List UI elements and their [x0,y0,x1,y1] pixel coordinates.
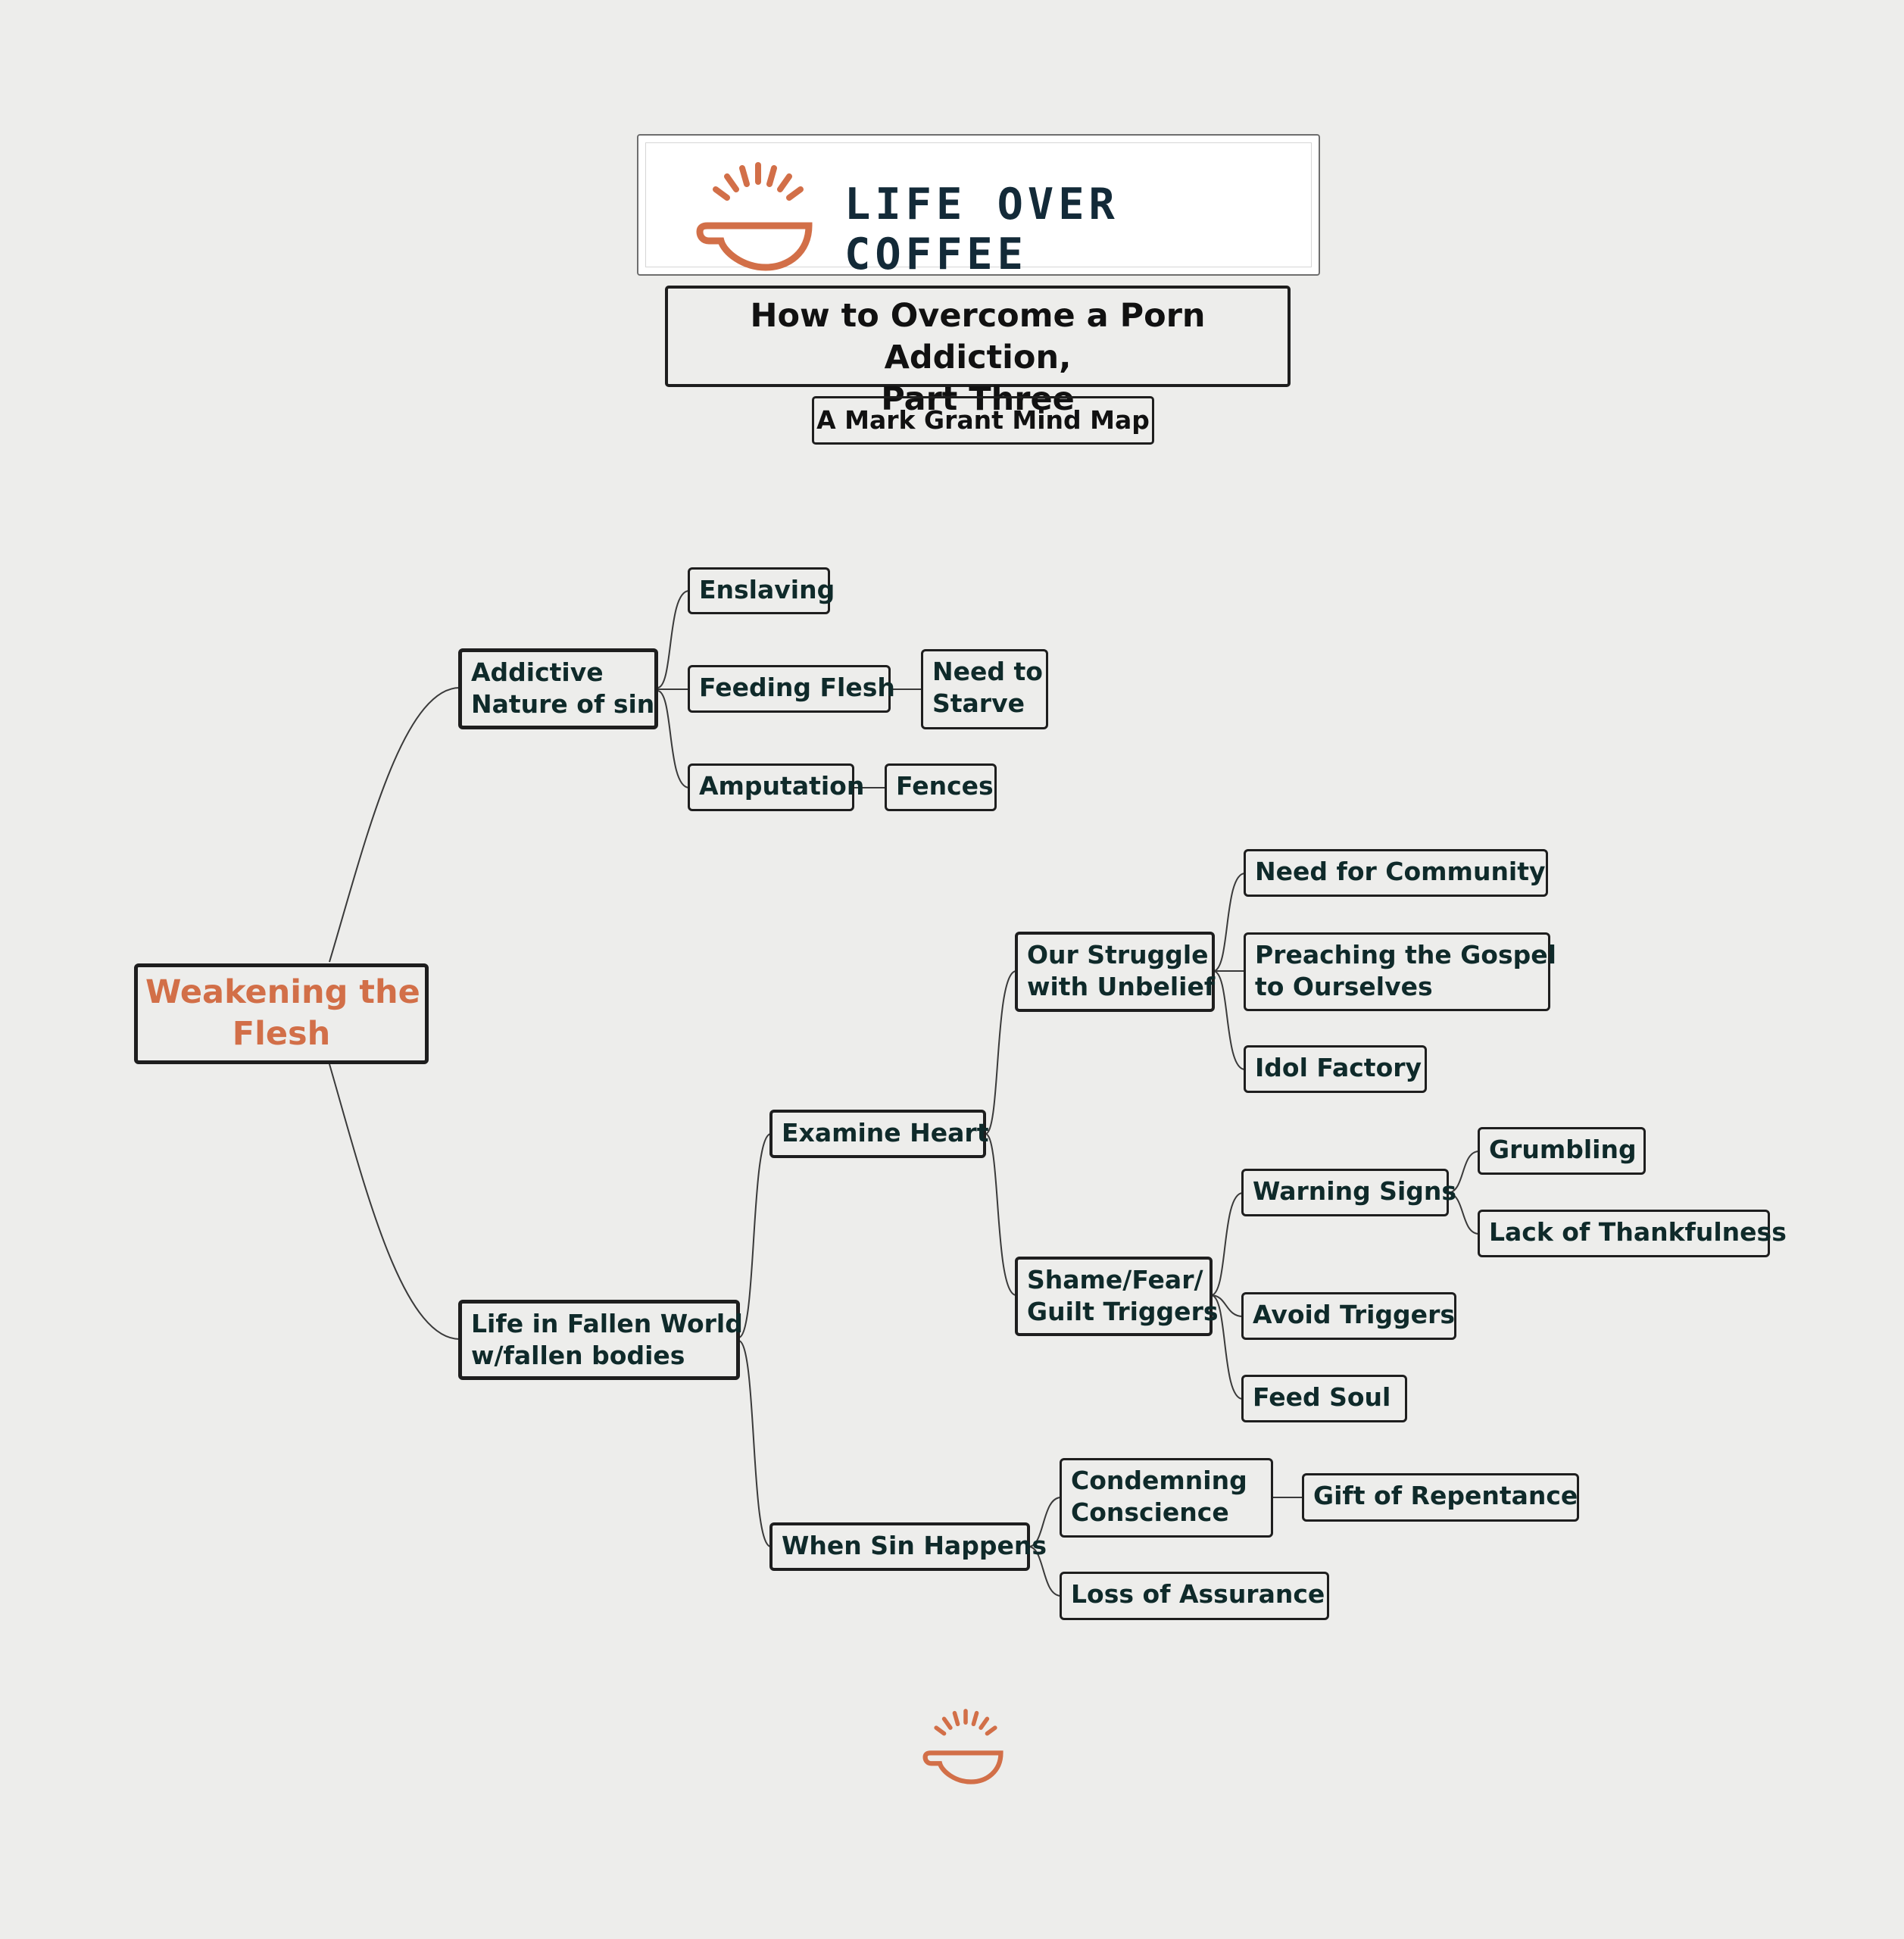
node-feeding-flesh[interactable]: Feeding Flesh [688,665,895,713]
connector-fallen-examine [738,1133,772,1338]
node-preaching-gospel[interactable]: Preaching the Gospel to Ourselves [1244,932,1556,1011]
node-need-for-community[interactable]: Need for Community [1244,849,1548,897]
node-feed-soul[interactable]: Feed Soul [1241,1375,1407,1422]
node-grumbling[interactable]: Grumbling [1478,1127,1646,1175]
connector-shame-feed [1210,1294,1244,1400]
title-line-1: How to Overcome a Porn Addiction, [750,297,1206,376]
node-root[interactable]: Weakening the Flesh [134,963,429,1064]
node-when-sin-happens[interactable]: When Sin Happens [769,1522,1047,1571]
node-condemning-conscience[interactable]: Condemning Conscience [1060,1458,1273,1538]
node-fences[interactable]: Fences [885,763,997,811]
connector-sin-conscience [1028,1497,1062,1547]
node-root-line-2: Flesh [232,1015,331,1053]
title-line-2: Part Three [881,380,1075,418]
node-lack-of-thankfulness[interactable]: Lack of Thankfulness [1478,1210,1787,1257]
node-life-in-fallen-world[interactable]: Life in Fallen World w/fallen bodies [458,1300,743,1380]
connector-sin-assurance [1028,1546,1062,1597]
connector-warning-grumbling [1447,1151,1480,1194]
connector-addictive-amputation [657,690,690,788]
connector-fallen-sin [738,1340,772,1547]
node-avoid-triggers[interactable]: Avoid Triggers [1241,1292,1456,1340]
node-shame-fear-guilt[interactable]: Shame/Fear/ Guilt Triggers [1015,1257,1218,1336]
connector-root-addictive [329,687,460,963]
node-examine-heart[interactable]: Examine Heart [769,1110,988,1158]
connector-root-fallen [329,1063,460,1340]
node-warning-signs[interactable]: Warning Signs [1241,1169,1456,1216]
node-addictive-nature[interactable]: Addictive Nature of sin [458,648,658,729]
page-title: How to Overcome a Porn Addiction, Part T… [665,286,1291,418]
footer-coffee-cup-icon [922,1709,1004,1784]
connector-struggle-community [1213,873,1246,972]
connector-examine-shame [985,1133,1017,1296]
node-amputation[interactable]: Amputation [688,763,864,811]
node-loss-of-assurance[interactable]: Loss of Assurance [1060,1572,1329,1620]
connector-warning-thankfulness [1447,1192,1480,1235]
node-enslaving[interactable]: Enslaving [688,567,835,614]
connector-shame-avoid [1210,1294,1244,1317]
node-gift-of-repentance[interactable]: Gift of Repentance [1302,1473,1579,1522]
node-idol-factory[interactable]: Idol Factory [1244,1045,1427,1093]
connector-struggle-idol [1213,970,1246,1070]
page-subtitle: A Mark Grant Mind Map [812,396,1154,445]
connector-addictive-enslaving [657,590,690,688]
coffee-cup-sunrise-icon [696,162,813,271]
node-need-to-starve[interactable]: Need to Starve [921,649,1048,729]
logo-banner: LIFE OVER COFFEE [637,134,1320,279]
connector-examine-struggle [985,970,1017,1135]
node-root-line-1: Weakening the [145,973,420,1011]
node-our-struggle[interactable]: Our Struggle with Unbelief [1015,932,1215,1012]
logo-wordmark: LIFE OVER COFFEE [844,180,1119,279]
connector-shame-warning [1210,1192,1244,1296]
